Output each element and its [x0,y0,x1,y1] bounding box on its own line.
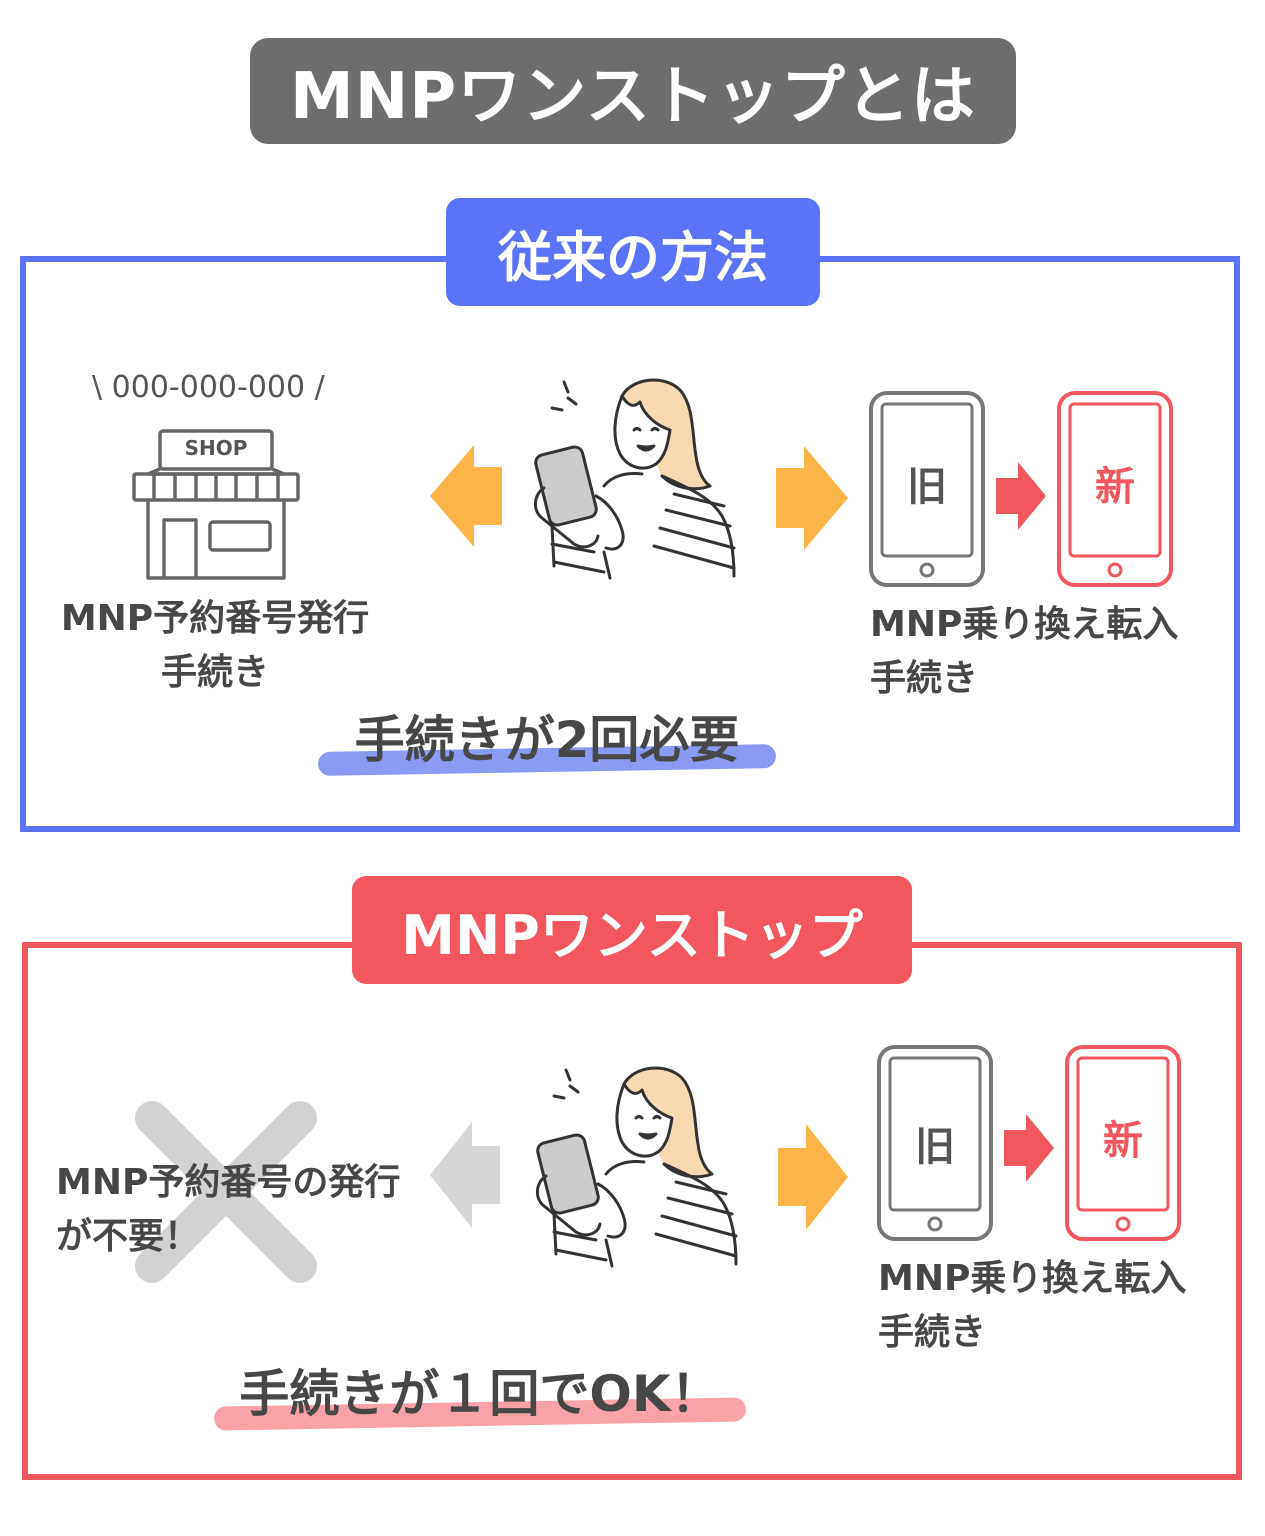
cross-mark-icon [135,1101,317,1283]
onestop-right-caption-line1: MNP乗り換え転入 [878,1258,1187,1299]
traditional-left-caption-line1: MNP予約番号発行 [60,598,370,639]
new-phone-icon [1057,391,1173,587]
arrow-right-icon [776,446,848,550]
onestop-right-caption-line2: 手続き [878,1312,987,1353]
traditional-right-caption-line1: MNP乗り換え転入 [870,604,1179,645]
onestop-left-caption: MNP予約番号の発行 が不要！ [56,1156,426,1264]
person-with-smartphone-icon [534,378,736,580]
traditional-method-tab: 従来の方法 [446,198,820,306]
traditional-right-caption: MNP乗り換え転入 手続き [870,598,1210,706]
traditional-left-caption-line2: 手続き [160,652,269,693]
onestop-right-caption: MNP乗り換え転入 手続き [878,1252,1218,1360]
traditional-left-caption: MNP予約番号発行 手続き [40,592,390,700]
onestop-left-caption-line1: MNP予約番号の発行 [56,1162,401,1203]
new-phone-label: 新 [1095,464,1135,510]
onestop-method-tab: MNPワンストップ [352,876,912,984]
onestop-summary: 手続きが１回でOK！ [239,1365,721,1423]
shop-phone-number: 000-000-000 [111,370,306,405]
old-phone-label: 旧 [915,1124,955,1170]
traditional-summary: 手続きが2回必要 [354,711,740,769]
slash-right-glyph: / [305,370,325,405]
shop-sign-text: SHOP [184,436,248,460]
new-phone-icon [1065,1045,1181,1241]
arrow-right-icon [778,1124,848,1230]
onestop-left-caption-line2: が不要！ [56,1216,201,1257]
traditional-right-caption-line2: 手続き [870,658,979,699]
arrow-left-icon [430,445,502,547]
phone-transfer-arrow-icon [1004,1114,1054,1182]
new-phone-label: 新 [1103,1118,1143,1164]
person-with-smartphone-icon [536,1066,738,1268]
old-phone-icon [877,1045,993,1241]
shop-phone-number-line: \ 000-000-000 / [92,370,325,405]
old-phone-label: 旧 [907,464,947,510]
phone-transfer-arrow-icon [996,462,1046,530]
slash-left-glyph: \ [92,370,112,405]
arrow-left-disabled-icon [430,1122,500,1228]
shop-icon [132,429,300,580]
old-phone-icon [869,391,985,587]
page-title: MNPワンストップとは [250,38,1016,144]
